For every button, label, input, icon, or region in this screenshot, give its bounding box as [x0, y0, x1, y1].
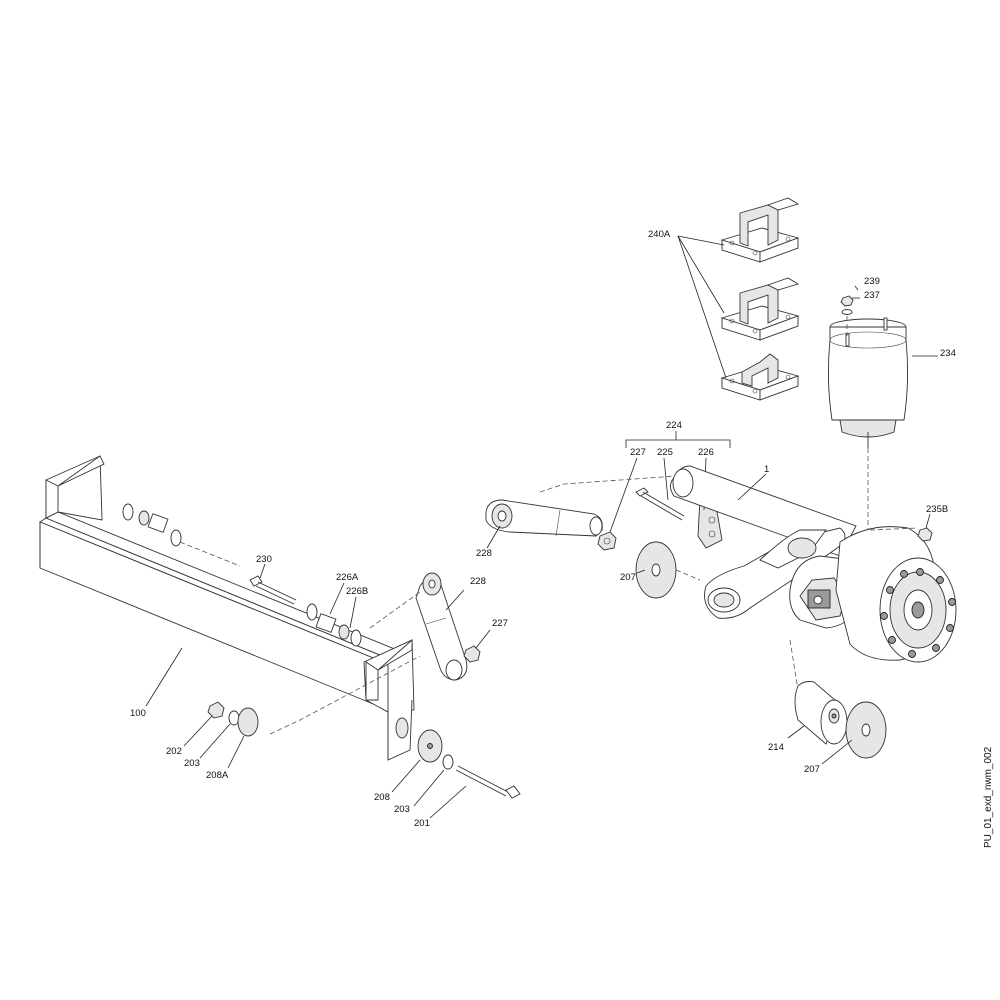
- shock-absorber-228-upper: [485, 499, 603, 537]
- callout-100: 100: [130, 708, 146, 719]
- bolt-201: [455, 765, 521, 799]
- callout-235B: 235B: [926, 504, 948, 515]
- washer-208A: [237, 707, 259, 737]
- callout-203-left: 203: [184, 758, 200, 769]
- bracket-240A-bottom: [720, 353, 800, 401]
- callout-234: 234: [940, 348, 956, 359]
- callout-239: 239: [864, 276, 880, 287]
- washer-237: [841, 309, 853, 315]
- callout-224: 224: [666, 420, 682, 431]
- callout-208A: 208A: [206, 770, 229, 781]
- callout-201: 201: [414, 818, 430, 829]
- callout-203-right: 203: [394, 804, 410, 815]
- nut-227-lower: [463, 645, 481, 663]
- bracket-240A-middle: [720, 277, 800, 341]
- trailing-arm: [704, 527, 846, 619]
- callout-202: 202: [166, 746, 182, 757]
- beam-bushings-upper: [122, 503, 182, 547]
- callout-208: 208: [374, 792, 390, 803]
- hub-drum: [835, 526, 957, 663]
- bolt-225: [635, 487, 685, 521]
- callout-228-lower: 228: [470, 576, 486, 587]
- washer-203-right: [442, 754, 454, 770]
- leader-240A: [677, 235, 727, 379]
- callout-237: 237: [864, 290, 880, 301]
- bushings-226: [306, 603, 362, 647]
- drawing-id-label: PU_01_exd_nwm_002: [983, 746, 994, 848]
- air-spring-234: [827, 317, 909, 448]
- callout-227-lower: 227: [492, 618, 508, 629]
- callout-207-lower: 207: [804, 764, 820, 775]
- beam-100: [39, 455, 415, 761]
- callout-228-upper: 228: [476, 548, 492, 559]
- washer-203-left: [228, 710, 240, 726]
- callout-227-upper: 227: [630, 447, 646, 458]
- bracket-240A-top: [720, 197, 800, 263]
- bolt-230: [249, 575, 297, 605]
- wheel-studs: [880, 568, 956, 658]
- callout-1: 1: [764, 464, 769, 475]
- washer-208: [417, 729, 443, 763]
- nut-202: [207, 701, 225, 719]
- bushing-214: [794, 681, 848, 745]
- nut-235B: [917, 527, 933, 542]
- nut-227-upper: [597, 531, 617, 551]
- callout-230: 230: [256, 554, 272, 565]
- shock-absorber-228-lower: [415, 572, 468, 681]
- callout-226B: 226B: [346, 586, 368, 597]
- callout-214: 214: [768, 742, 784, 753]
- callout-240A: 240A: [648, 229, 671, 240]
- nut-239: [840, 295, 854, 307]
- washer-207-lower: [845, 701, 887, 759]
- callout-207-upper: 207: [620, 572, 636, 583]
- washer-207-upper: [635, 541, 677, 599]
- callout-226A: 226A: [336, 572, 359, 583]
- callout-226: 226: [698, 447, 714, 458]
- callout-225: 225: [657, 447, 673, 458]
